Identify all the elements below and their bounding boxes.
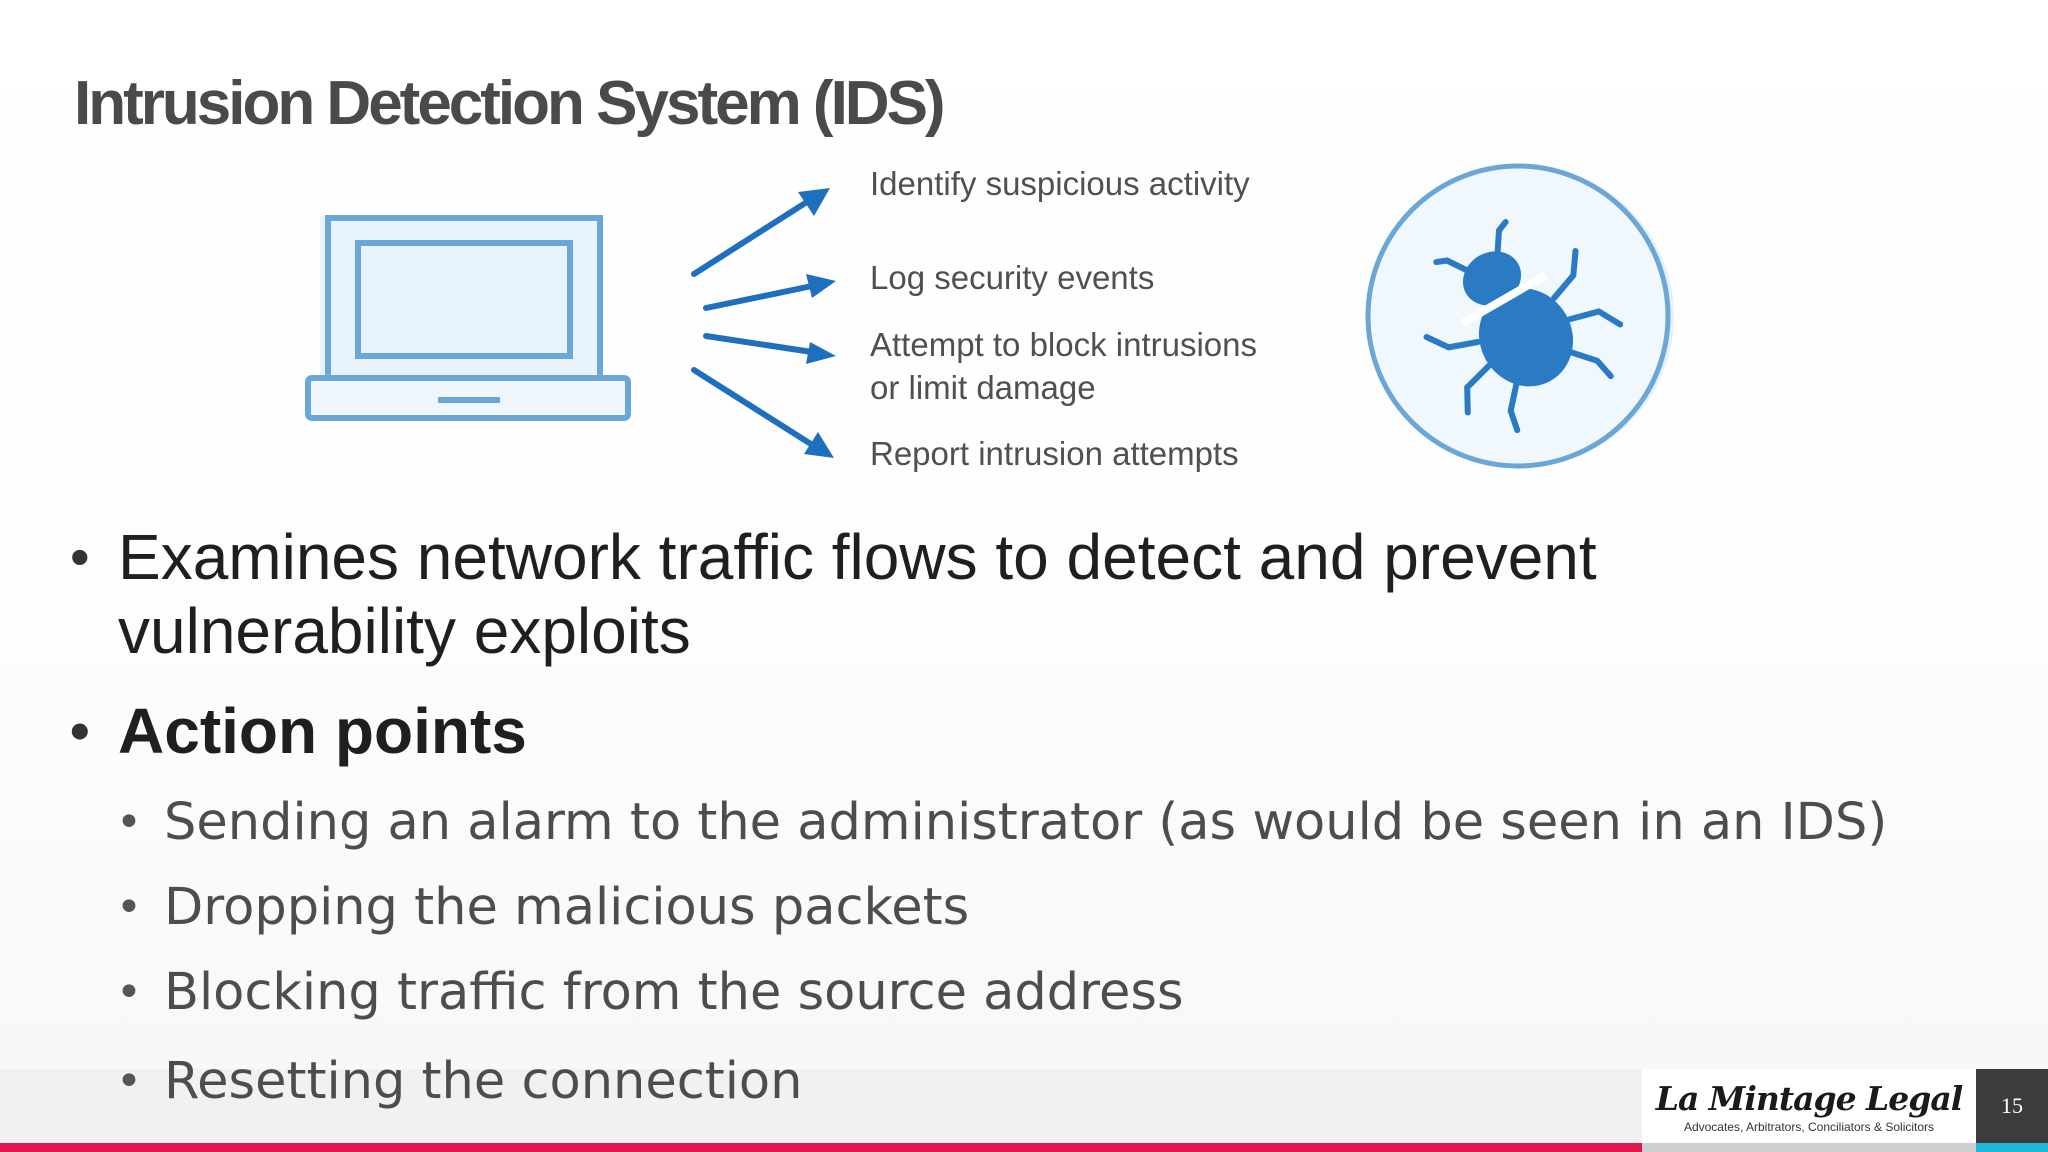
laptop-icon	[305, 215, 631, 421]
logo-tagline: Advocates, Arbitrators, Conciliators & S…	[1683, 1120, 1935, 1134]
logo-name: La Mintage Legal	[1655, 1079, 1964, 1118]
footer-accent-red	[0, 1143, 1642, 1152]
sub-bullet: • Sending an alarm to the administrator …	[70, 793, 1970, 853]
bullet-text: Examines network traffic flows to detect…	[118, 521, 1597, 593]
bullet-dot: •	[116, 967, 142, 1018]
bullet-main-2: • Action points	[70, 694, 1970, 768]
bullet-dot: •	[70, 699, 90, 762]
page-number: 15	[1976, 1069, 2048, 1143]
footer-accent-gray	[1642, 1143, 1976, 1152]
sub-bullet: • Dropping the malicious packets	[70, 878, 1970, 938]
bullet-text: Action points	[118, 695, 527, 767]
sub-bullet-text: Resetting the connection	[164, 1052, 803, 1111]
bullet-list: • Examines network traffic flows to dete…	[70, 520, 1970, 1023]
bullet-dot: •	[116, 882, 142, 933]
footer-band	[0, 1069, 1642, 1143]
company-logo: La Mintage Legal Advocates, Arbitrators,…	[1642, 1069, 1976, 1143]
slide-title: Intrusion Detection System (IDS)	[74, 69, 946, 138]
bullet-dot: •	[116, 797, 142, 848]
label-block-1: Attempt to block intrusions	[870, 326, 1258, 363]
sub-bullet-text: Sending an alarm to the administrator (a…	[164, 793, 1888, 852]
bullet-list-continued: • Resetting the connection	[70, 1052, 1970, 1112]
bug-icon	[1365, 163, 1674, 469]
sub-bullet: • Blocking traffic from the source addre…	[70, 963, 1970, 1023]
sub-bullet: • Resetting the connection	[70, 1052, 1970, 1112]
ids-diagram: Identify suspicious activity Log securit…	[290, 150, 1710, 490]
label-identify: Identify suspicious activity	[870, 165, 1250, 202]
sub-bullet-text: Dropping the malicious packets	[164, 878, 970, 937]
sub-bullet-text: Blocking traffic from the source address	[164, 963, 1184, 1022]
label-report: Report intrusion attempts	[870, 435, 1239, 472]
label-log: Log security events	[870, 259, 1155, 296]
label-block-2: or limit damage	[870, 369, 1096, 406]
footer-accent-cyan	[1976, 1143, 2048, 1152]
arrows	[691, 188, 836, 458]
ids-diagram-graphic	[305, 163, 1674, 469]
bullet-dot: •	[70, 525, 90, 588]
bullet-dot: •	[116, 1056, 142, 1107]
bullet-main-1: • Examines network traffic flows to dete…	[70, 520, 1970, 668]
bullet-text: vulnerability exploits	[118, 595, 691, 667]
